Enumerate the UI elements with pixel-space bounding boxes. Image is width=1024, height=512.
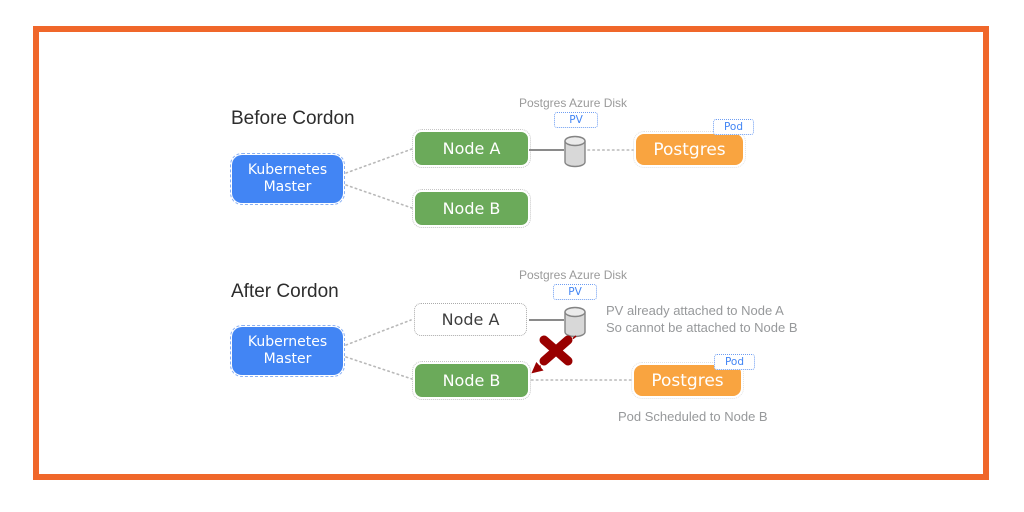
after-cordon-title: After Cordon — [231, 281, 339, 302]
pod-chip-before: Pod — [713, 119, 754, 135]
pod-chip-after: Pod — [714, 354, 755, 370]
disk-title-after: Postgres Azure Disk — [519, 268, 628, 282]
pv-attach-annotation: PV already attached to Node A So cannot … — [606, 302, 798, 336]
master-label-line1: Kubernetes — [247, 162, 328, 178]
pod-scheduled-note: Pod Scheduled to Node B — [618, 409, 768, 424]
master-label-line2: Master — [263, 351, 312, 367]
node-a-before: Node A — [412, 129, 531, 168]
before-cordon-title: Before Cordon — [231, 108, 355, 129]
master-label-line2: Master — [263, 179, 312, 195]
pv-chip-after: PV — [553, 284, 597, 300]
postgres-pod-before: Postgres — [633, 131, 746, 168]
node-a-after-cordoned: Node A — [414, 303, 527, 336]
pv-attach-annotation-line1: PV already attached to Node A — [606, 303, 784, 318]
master-label-line1: Kubernetes — [247, 334, 328, 350]
kubernetes-master-before: Kubernetes Master — [230, 153, 345, 205]
disk-title-before: Postgres Azure Disk — [519, 96, 628, 110]
postgres-pod-after: Postgres — [631, 362, 744, 399]
node-b-before: Node B — [412, 189, 531, 228]
kubernetes-master-after: Kubernetes Master — [230, 325, 345, 377]
pv-chip-before: PV — [554, 112, 598, 128]
orange-border-frame — [33, 26, 989, 480]
node-b-after: Node B — [412, 361, 531, 400]
pv-attach-annotation-line2: So cannot be attached to Node B — [606, 320, 798, 335]
